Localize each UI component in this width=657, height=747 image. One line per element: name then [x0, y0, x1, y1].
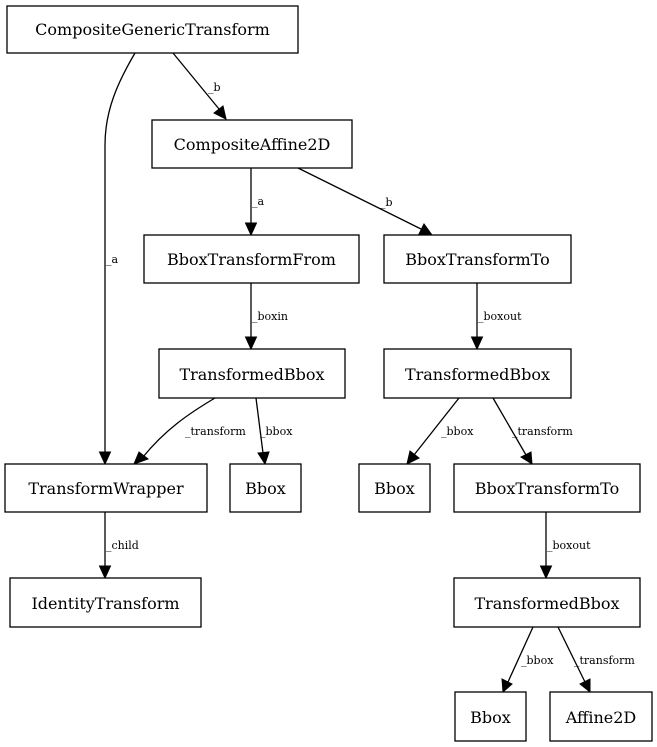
- edge-label: _boxin: [252, 310, 288, 323]
- edge-ca2d-to-btf: _a: [244, 168, 265, 237]
- edge-btf-to-tb1: _boxin: [244, 283, 288, 351]
- node-label: TransformedBbox: [405, 365, 550, 384]
- edge-tw-to-it: _child: [98, 512, 139, 580]
- node-label: TransformedBbox: [474, 594, 619, 613]
- edge-label: _a: [252, 195, 265, 208]
- edge-btt1-to-tb2: _boxout: [470, 283, 522, 351]
- edge-label: _transform: [185, 425, 246, 438]
- node-bbox-transform-to-1: BboxTransformTo: [383, 234, 572, 284]
- node-affine-2d: Affine2D: [549, 691, 653, 742]
- node-bbox-2: Bbox: [358, 463, 431, 513]
- edge-label: _boxout: [478, 310, 522, 323]
- edge-label: _transform: [512, 425, 573, 438]
- node-label: Bbox: [374, 479, 415, 498]
- edge-ca2d-to-btt1: _b: [297, 167, 434, 236]
- node-transformed-bbox-3: TransformedBbox: [453, 577, 641, 628]
- node-identity-transform: IdentityTransform: [9, 577, 202, 628]
- edge-btt2-to-tb3: _boxout: [539, 512, 591, 580]
- node-composite-affine-2d: CompositeAffine2D: [151, 119, 353, 169]
- edge-label: _bbox: [260, 425, 293, 438]
- edge-tb2-to-bbox2: _bbox: [406, 397, 474, 465]
- node-label: Affine2D: [565, 708, 637, 727]
- node-label: TransformWrapper: [28, 479, 184, 498]
- node-bbox-transform-to-2: BboxTransformTo: [453, 463, 641, 513]
- edge-label: _b: [380, 196, 393, 209]
- edge-label: _child: [106, 539, 139, 552]
- node-label: TransformedBbox: [179, 365, 324, 384]
- edge-label: _transform: [574, 654, 635, 667]
- node-label: BboxTransformTo: [405, 250, 549, 269]
- edge-cgt-to-tw: _a: [98, 52, 136, 466]
- edge-tb1-to-bbox1: _bbox: [255, 397, 293, 466]
- node-bbox-3: Bbox: [454, 691, 527, 742]
- edge-tb3-to-affine: _transform: [557, 626, 635, 694]
- node-transformed-bbox-1: TransformedBbox: [158, 348, 346, 399]
- edge-tb3-to-bbox3: _bbox: [501, 626, 554, 694]
- node-bbox-1: Bbox: [229, 463, 302, 513]
- node-label: Bbox: [470, 708, 511, 727]
- node-label: IdentityTransform: [31, 594, 179, 613]
- edge-label: _b: [208, 81, 221, 94]
- edge-tb2-to-btt2: _transform: [492, 397, 573, 465]
- node-label: CompositeGenericTransform: [35, 20, 270, 39]
- edge-tb1-to-tw: _transform: [133, 397, 246, 465]
- edge-label: _boxout: [547, 539, 591, 552]
- node-transform-wrapper: TransformWrapper: [4, 463, 208, 513]
- node-transformed-bbox-2: TransformedBbox: [383, 348, 572, 399]
- node-label: CompositeAffine2D: [174, 135, 331, 154]
- node-composite-generic-transform: CompositeGenericTransform: [6, 5, 299, 54]
- edge-cgt-to-ca2d: _b: [172, 52, 227, 120]
- node-bbox-transform-from: BboxTransformFrom: [143, 234, 360, 284]
- node-label: BboxTransformFrom: [167, 250, 336, 269]
- node-label: Bbox: [245, 479, 286, 498]
- edge-label: _a: [106, 253, 119, 266]
- node-label: BboxTransformTo: [475, 479, 619, 498]
- edge-label: _bbox: [521, 654, 554, 667]
- edge-label: _bbox: [441, 425, 474, 438]
